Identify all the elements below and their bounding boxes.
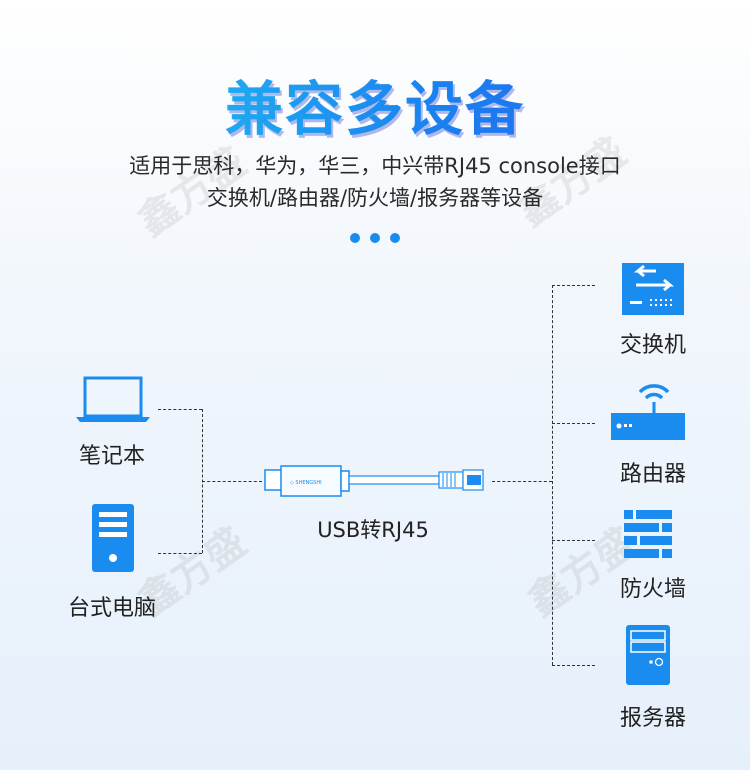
firewall-label: 防火墙 <box>619 577 686 602</box>
connector-line <box>492 481 552 482</box>
subtitle-line-2: 交换机/路由器/防火墙/报务器等设备 <box>206 186 544 210</box>
connector-line <box>552 540 595 541</box>
cable-label: USB转RJ45 <box>317 518 429 542</box>
server-icon <box>626 625 670 685</box>
server-label: 报务器 <box>619 706 686 731</box>
connector-line <box>552 285 595 286</box>
desktop-icon <box>92 504 134 572</box>
laptop-icon <box>76 376 150 422</box>
dot <box>390 233 400 243</box>
page-title: 兼容多设备 <box>0 62 750 146</box>
connector-line <box>552 285 553 665</box>
dot <box>370 233 380 243</box>
usb-rj45-cable-icon: ◇ SHENGSHI <box>264 465 484 497</box>
router-icon <box>611 384 685 440</box>
cable-brand: ◇ SHENGSHI <box>290 480 322 486</box>
desktop-label: 台式电脑 <box>67 596 156 621</box>
firewall-icon <box>624 510 672 558</box>
connector-line <box>158 553 202 554</box>
switch-icon <box>622 263 684 315</box>
router-label: 路由器 <box>619 462 686 487</box>
switch-label: 交换机 <box>619 333 686 358</box>
connector-line <box>552 423 595 424</box>
connector-line <box>552 665 595 666</box>
laptop-label: 笔记本 <box>78 444 145 469</box>
subtitle-line-1: 适用于思科，华为，华三，中兴带RJ45 console接口 <box>129 154 621 178</box>
connector-line <box>202 481 262 482</box>
dot <box>350 233 360 243</box>
connector-line <box>158 409 202 410</box>
